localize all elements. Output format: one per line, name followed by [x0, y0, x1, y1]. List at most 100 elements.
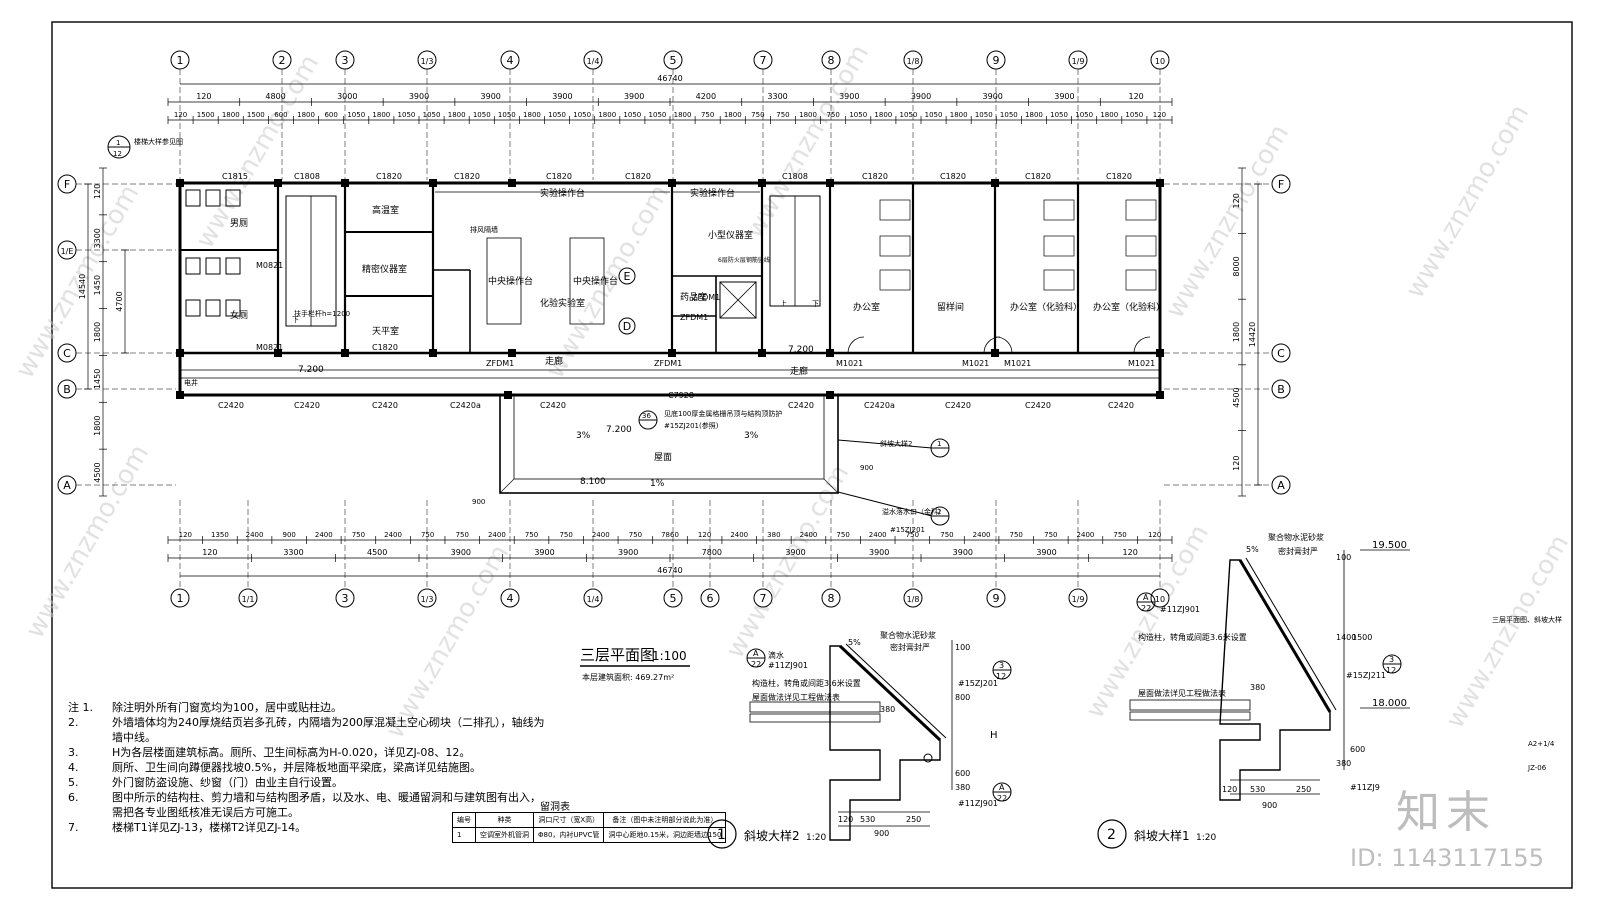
detail-slope: 5%: [1246, 545, 1259, 554]
detail-label: #11ZJ9: [1350, 783, 1380, 792]
dim-text: 1800: [448, 111, 466, 119]
room-label: 男厕: [230, 218, 248, 229]
detail-label: 构造柱，转角或间距3.6米设置: [1138, 632, 1247, 642]
axis-label: 8: [828, 54, 835, 67]
dim-text: 1050: [473, 111, 491, 119]
note-number: 6.: [68, 791, 79, 804]
door-tag: M1021: [836, 359, 863, 368]
level-mark: H: [990, 730, 998, 741]
roof-terrace: [499, 394, 839, 494]
axis-label: 1/9: [1072, 57, 1085, 66]
dim-text: 3900: [552, 92, 572, 101]
dim-text: 750: [776, 111, 789, 119]
column-grid: [176, 179, 1164, 399]
detail-ref: 12: [996, 672, 1006, 681]
axis-label: 1: [177, 592, 184, 605]
room-label: 实验操作台: [540, 187, 585, 199]
dim-text: 2400: [869, 531, 887, 539]
detail-ref: 3: [1389, 655, 1394, 664]
slope-mark: 3%: [576, 431, 591, 441]
detail-dim: 100: [955, 643, 970, 652]
dim-text: 120: [1232, 456, 1241, 471]
window-tag: C1820: [940, 172, 966, 181]
dim-text: 1800: [523, 111, 541, 119]
axis-bubble: 9: [986, 50, 1006, 70]
axis-label: 1/4: [587, 57, 600, 66]
axis-bubble: C: [1271, 343, 1291, 363]
dim-text: 1050: [649, 111, 667, 119]
dim-text: 3900: [409, 92, 429, 101]
detail-dim: 600: [1350, 745, 1365, 754]
note-number: 2.: [68, 716, 79, 729]
window-tag: C1820: [376, 172, 402, 181]
detail-ref: 12: [1386, 666, 1396, 675]
room-label: 扶手栏杆h=1200: [294, 309, 350, 318]
dim-text: 4200: [696, 92, 716, 101]
dim-text: 1050: [925, 111, 943, 119]
dim-text: 900: [472, 498, 485, 506]
detail-dim: 380: [1250, 683, 1265, 692]
window-tag: C2420a: [450, 401, 481, 410]
table-header-cell: 编号: [452, 812, 476, 828]
slope-detail-2: [707, 640, 1012, 849]
table-cell: 1: [452, 827, 476, 843]
axis-label: 1/3: [421, 57, 434, 66]
window-tag: C2420: [218, 401, 244, 410]
table-cell: 洞中心距地0.15米，洞边距墙边150: [603, 827, 727, 843]
dim-text: 1800: [372, 111, 390, 119]
axis-label: 5: [670, 54, 677, 67]
dim-text: 7860: [661, 531, 679, 539]
dim-text: 1800: [674, 111, 692, 119]
door-tag: M1021: [1128, 359, 1155, 368]
table-cell: 空调室外机管洞: [475, 827, 534, 843]
window-tag: C1820: [625, 172, 651, 181]
detail-dim: 530: [860, 815, 875, 824]
axis-label: D: [623, 320, 631, 333]
detail-ref: A: [753, 649, 759, 658]
detail-label: #11ZJ901: [768, 661, 808, 670]
dim-text: 4800: [265, 92, 285, 101]
detail-ref: A: [1143, 593, 1149, 602]
dim-text: 3300: [767, 92, 787, 101]
dim-text: 3900: [624, 92, 644, 101]
detail-label: #11ZJ901: [958, 799, 998, 808]
room-label: 6层防火层钢筋竖线: [718, 256, 770, 264]
detail-label: 聚合物水泥砂浆: [880, 630, 936, 640]
axis-bubble: 1/3: [417, 588, 437, 608]
detail-ref: 3: [999, 661, 1004, 670]
note-item: 注 1.除注明外所有门窗宽均为100，居中或贴柱边。: [68, 700, 548, 715]
note-text: 图中所示的结构柱、剪力墙和与结构图矛盾，以及水、电、暖通留洞和与建筑图有出入，: [112, 791, 541, 804]
dim-text: 1800: [1100, 111, 1118, 119]
dim-text: 3900: [451, 548, 471, 557]
room-label: 办公室（化验科）: [1093, 301, 1165, 313]
note-number: 注 1.: [68, 701, 93, 714]
door-tag: M1021: [1004, 359, 1031, 368]
note-item: 7.楼梯T1详见ZJ-13，楼梯T2详见ZJ-14。: [68, 820, 548, 835]
axis-bubble: 1/4: [583, 588, 603, 608]
dim-text: 4500: [93, 462, 102, 482]
room-label: 屋面: [654, 452, 672, 463]
dim-text: 120: [1232, 193, 1241, 208]
door-tag: M1021: [962, 359, 989, 368]
plan-title: 三层平面图: [580, 646, 655, 664]
slope-mark: 3%: [744, 431, 759, 441]
detail-dim: 380: [1336, 759, 1351, 768]
dim-text: 1050: [849, 111, 867, 119]
brand-logo: 知末: [1396, 787, 1496, 838]
axis-label: 7: [760, 54, 767, 67]
dim-text: 120: [1123, 548, 1138, 557]
dim-text: 14540: [78, 274, 87, 299]
detail-label: 密封膏封严: [890, 642, 930, 652]
level-mark: 7.200: [788, 345, 814, 355]
axis-label: B: [1277, 383, 1285, 396]
dim-text: 1050: [573, 111, 591, 119]
window-tag: C2420: [788, 401, 814, 410]
note-number: 3.: [68, 746, 79, 759]
dim-text: 1050: [423, 111, 441, 119]
note-item: 3.H为各层楼面建筑标高。厕所、卫生间标高为H-0.020，详见ZJ-08、12…: [68, 745, 548, 760]
room-label: 精密仪器室: [362, 263, 407, 275]
dim-text: 750: [559, 531, 572, 539]
